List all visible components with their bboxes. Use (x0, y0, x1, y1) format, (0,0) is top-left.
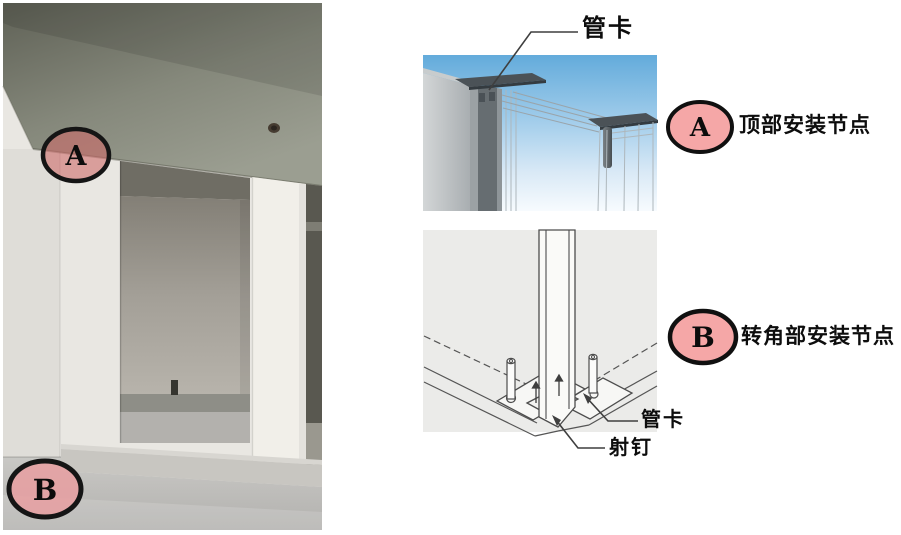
pin-left (506, 360, 516, 400)
curb-top (61, 444, 322, 465)
top-node-diagram (423, 55, 658, 212)
photo-floor (3, 457, 322, 530)
transparent-panel-lines-right (597, 122, 654, 212)
column (252, 177, 306, 463)
leader-nail-arrow (552, 415, 561, 426)
clamp-bracket-left (455, 73, 546, 87)
legend-marker-a-ellipse (666, 100, 734, 154)
clamp-tab-1 (479, 93, 485, 102)
doorway-interior-wall (120, 196, 250, 394)
corridor-band (306, 222, 322, 231)
photo-marker-b-letter: B (33, 473, 58, 507)
pin-right (588, 356, 598, 394)
leader-lines (488, 31, 638, 449)
interior-pipe (171, 380, 178, 395)
site-photo (2, 3, 323, 530)
legend-a-text: 顶部安装节点 (739, 114, 871, 137)
pin-left-bore (509, 359, 513, 363)
legend-marker-b-letter: B (691, 321, 715, 354)
panel-edge-mid (470, 85, 478, 211)
pin-right-bore (591, 355, 595, 359)
photo-marker-a-letter: A (65, 141, 88, 172)
interior-right-shade (240, 200, 250, 394)
photo-marker-b-ellipse (6, 458, 84, 520)
nail-label: 射钉 (609, 437, 653, 459)
panel-edge-light (497, 88, 502, 211)
clamp-stem (603, 127, 612, 168)
bottom-clamp-label: 管卡 (641, 409, 685, 431)
wireframe-rails (501, 91, 608, 133)
clamp-tab-2 (489, 92, 495, 101)
panel-face (423, 73, 470, 211)
column-edge-shade (299, 184, 306, 463)
leader-bottom-clamp-arrow (583, 393, 592, 404)
corridor-strip (306, 184, 322, 469)
legend-b-text: 转角部安装节点 (741, 325, 895, 348)
legend-marker-a-letter: A (689, 113, 711, 143)
top-clamp-label: 管卡 (582, 15, 634, 42)
panel-edge-dark (478, 86, 497, 211)
wall-ceiling-edge (2, 85, 34, 150)
photo-ceiling-plane (3, 3, 322, 96)
corridor-floor (306, 423, 322, 469)
clamp-bracket-right (588, 113, 658, 127)
corner-panels (538, 229, 576, 428)
photo-marker-a-ellipse (40, 126, 112, 184)
bottom-node-diagram (423, 229, 658, 437)
photo-ceiling-hole-dark (271, 125, 277, 131)
legend-marker-b: B (667, 308, 739, 366)
interior-ledge (120, 394, 250, 412)
nails (531, 373, 564, 403)
photo-marker-b: B (6, 458, 84, 520)
pin-left-top (506, 357, 516, 365)
pin-right-top (588, 353, 598, 361)
leader-top-clamp (488, 31, 578, 91)
curb-face (61, 449, 322, 487)
legend-marker-b-ellipse (667, 308, 739, 366)
dashed-slab-edges (423, 335, 658, 392)
clamp-bracket-right-edge (600, 120, 658, 130)
leader-nail (555, 419, 605, 449)
interior-floor (120, 412, 250, 443)
photo-marker-a: A (40, 126, 112, 184)
doorway-soffit (120, 161, 250, 200)
floor-highlight (3, 495, 322, 530)
clamp-bracket-left-edge (469, 80, 546, 90)
legend-marker-a: A (666, 100, 734, 154)
leader-bottom-clamp (586, 397, 638, 422)
left-wall-shade (3, 149, 60, 460)
